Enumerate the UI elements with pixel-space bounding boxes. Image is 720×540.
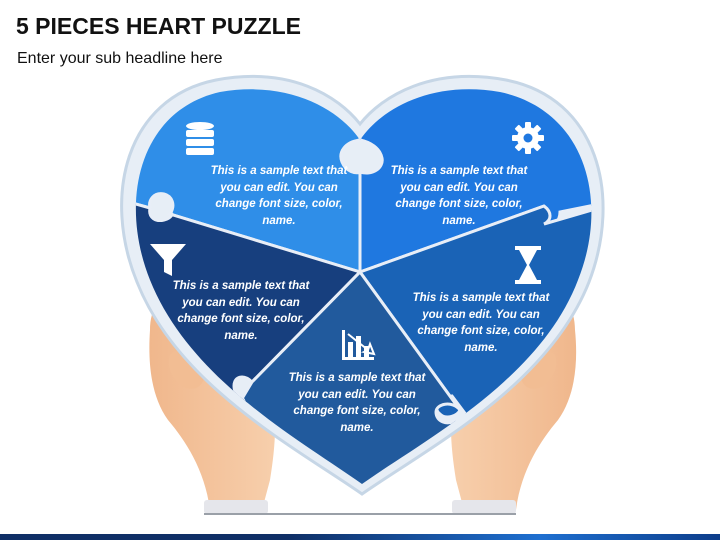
hourglass-icon: [515, 246, 541, 284]
funnel-icon: [150, 244, 186, 276]
slide-title: 5 PIECES HEART PUZZLE: [16, 13, 301, 39]
gear-icon: [512, 122, 544, 154]
database-icon: [186, 122, 214, 155]
bar-chart-icon: [342, 330, 376, 360]
piece-text-mid-left: This is a sample text that you can edit.…: [172, 280, 310, 342]
piece-text-top-right: This is a sample text that you can edit.…: [390, 165, 528, 227]
right-cuff: [452, 500, 516, 514]
slide-subtitle: Enter your sub headline here: [17, 50, 223, 67]
piece-text-top-left: This is a sample text that you can edit.…: [210, 165, 348, 227]
piece-text-mid-right: This is a sample text that you can edit.…: [412, 292, 550, 354]
piece-text-bottom: This is a sample text that you can edit.…: [288, 372, 426, 434]
footer-accent-bar: [0, 534, 720, 540]
left-cuff: [204, 500, 268, 514]
